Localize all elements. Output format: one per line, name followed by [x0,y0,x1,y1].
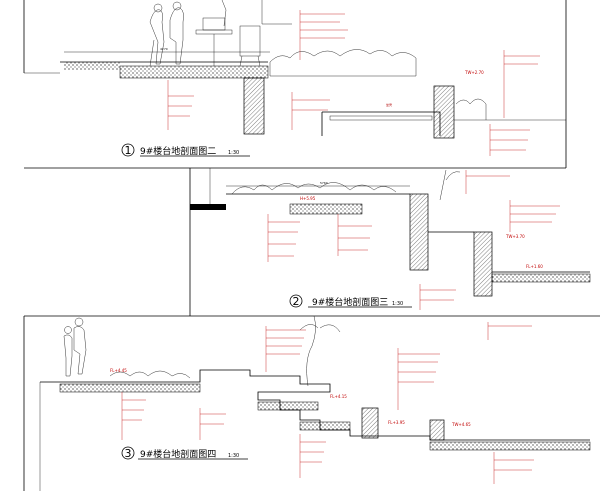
section-1: 坐凳 TW+2.70 4270 [23,0,567,169]
gravel-base [289,203,363,215]
section-1-title: 1 9#楼台地剖面图二 1:30 [121,143,250,157]
section-2-number: 2 [293,295,300,308]
section-3: FL+4.45 FL+4.15 FL+3.95 TW+4.65 [23,315,591,491]
level-tag: FL+3.95 [388,420,405,425]
section-1-scale: 1:30 [228,150,239,156]
section-1-name: 9#楼台地剖面图二 [140,145,216,157]
section-2-name: 9#楼台地剖面图三 [312,296,388,308]
level-tag: FL+1.60 [526,264,543,269]
section-3-number: 3 [125,447,132,460]
retaining-wall [243,77,265,135]
tree-trunk [221,0,227,27]
tree-trunk [439,169,461,201]
tree-trunk [299,315,341,387]
ledge [190,204,226,210]
level-tag: H+5.95 [300,196,316,201]
gravel-base [59,383,201,393]
level-tag: FL+4.45 [110,368,127,373]
shrub [455,98,487,120]
bench: 坐凳 [321,102,441,136]
annotation-leaders [121,322,534,484]
table-chairs [195,17,261,67]
people-figures [149,1,184,67]
people-figures [63,317,87,377]
section-3-scale: 1:30 [228,453,239,459]
retaining-wall [409,193,429,271]
section-2: H+5.95 TW+3.70 FL+1.60 5760 [189,168,600,317]
retaining-wall [361,407,379,439]
level-tag: FL+4.15 [330,394,347,399]
planting-shrubs [231,182,397,195]
bench-label: 坐凳 [386,102,392,107]
stepped-ground [40,369,590,441]
annotation-leaders [167,10,540,156]
level-tag: TW+3.70 [505,234,525,239]
level-tag: TW+2.70 [464,70,484,75]
section-2-scale: 1:30 [392,301,403,307]
section-3-title: 3 9#楼台地剖面图四 1:30 [121,446,248,460]
svg-text:4270: 4270 [160,47,168,51]
level-tag: TW+4.65 [451,422,471,427]
gravel-base [119,65,269,79]
annotation-leaders [267,170,560,310]
section-3-name: 9#楼台地剖面图四 [140,448,216,460]
planting-shrubs [109,370,191,379]
svg-text:5760: 5760 [320,181,328,185]
planting-shrubs [269,49,417,77]
section-1-number: 1 [125,144,132,157]
section-2-title: 2 9#楼台地剖面图三 1:30 [289,294,412,308]
